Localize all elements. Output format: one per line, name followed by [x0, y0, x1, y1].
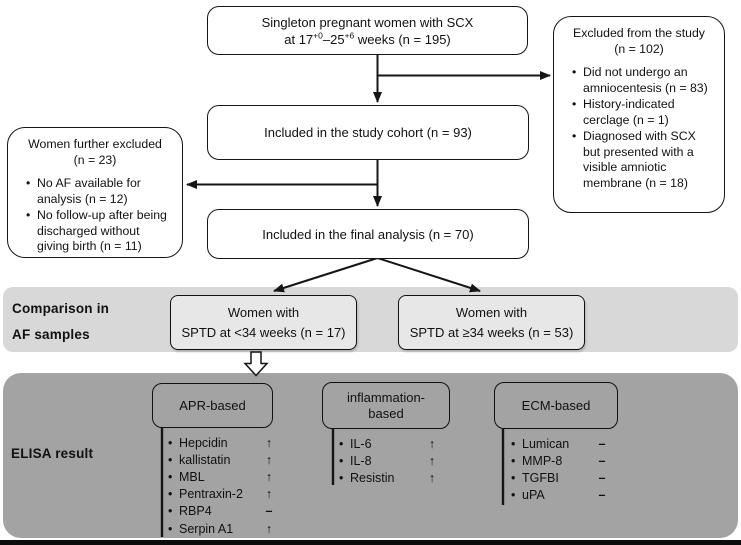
bullet-icon: •: [511, 470, 516, 485]
excluded-bullet-item: History-indicated cerclage (n = 1): [572, 97, 716, 128]
bullet-icon: •: [339, 470, 344, 485]
marker-row: •MMP-8–: [511, 452, 609, 469]
bullet-icon: •: [339, 436, 344, 451]
marker-row: •MBL↑: [168, 468, 276, 485]
comparison-band-label: Comparison in AF samples: [12, 296, 109, 348]
apr-based-header-box: APR-based: [152, 383, 273, 428]
excluded-bullet-list: Did not undergo an amniocentesis (n = 83…: [562, 65, 716, 191]
sptd-ge34-line2: SPTD at ≥34 weeks (n = 53): [409, 324, 574, 340]
excluded-from-study-box: Excluded from the study (n = 102) Did no…: [553, 16, 725, 213]
elisa-band-label: ELISA result: [11, 446, 94, 461]
further-excluded-bullet-item: No AF available for analysis (n = 12): [26, 176, 174, 207]
marker-row: •TGFBI–: [511, 469, 609, 486]
further-excluded-bullet-item: No follow-up after being discharged with…: [26, 208, 174, 255]
further-excluded-bullet-list: No AF available for analysis (n = 12) No…: [16, 176, 174, 255]
marker-row: •IL-8↑: [339, 452, 439, 469]
top-population-line2: at 17+0–25+6 weeks (n = 195): [284, 30, 451, 47]
inflammation-marker-list: •IL-6↑ •IL-8↑ •Resistin↑: [339, 435, 439, 487]
final-analysis-label: Included in the final analysis (n = 70): [262, 226, 474, 242]
excluded-bullet-item: Did not undergo an amniocentesis (n = 83…: [572, 65, 716, 96]
marker-row: •Lumican–: [511, 435, 609, 452]
marker-row: •kallistatin↑: [168, 451, 276, 468]
bullet-icon: •: [511, 488, 516, 503]
marker-row: •IL-6↑: [339, 435, 439, 452]
bullet-icon: •: [168, 487, 173, 502]
top-population-box: Singleton pregnant women with SCX at 17+…: [207, 6, 528, 55]
further-excluded-box: Women further excluded (n = 23) No AF av…: [7, 127, 183, 258]
study-cohort-box: Included in the study cohort (n = 93): [207, 105, 529, 160]
no-change-icon: –: [598, 453, 606, 468]
final-analysis-box: Included in the final analysis (n = 70): [207, 209, 529, 259]
bullet-icon: •: [168, 504, 173, 519]
trend-up-icon: ↑: [265, 469, 273, 484]
comparison-band-background: [3, 287, 738, 352]
ecm-marker-list: •Lumican– •MMP-8– •TGFBI– •uPA–: [511, 435, 609, 504]
marker-row: •Pentraxin-2↑: [168, 486, 276, 503]
excluded-bullet-item: Diagnosed with SCX but presented with a …: [572, 129, 716, 191]
sptd-lt34-line1: Women with: [227, 304, 300, 320]
excluded-title-line1: Excluded from the study: [573, 26, 705, 40]
sptd-ge34-box: Women with SPTD at ≥34 weeks (n = 53): [398, 295, 585, 350]
trend-up-icon: ↑: [428, 453, 436, 468]
bullet-icon: •: [339, 453, 344, 468]
comparison-band-label-line1: Comparison in: [12, 301, 110, 316]
no-change-icon: –: [598, 470, 606, 485]
weeks-superscript-start: +0: [313, 30, 323, 41]
marker-row: •Serpin A1↑: [168, 520, 276, 537]
marker-row: •RBP4–: [168, 503, 276, 520]
ecm-based-header-box: ECM-based: [494, 382, 618, 429]
trend-up-icon: ↑: [265, 435, 273, 450]
bullet-icon: •: [168, 469, 173, 484]
study-cohort-label: Included in the study cohort (n = 93): [264, 125, 472, 140]
trend-up-icon: ↑: [428, 470, 436, 485]
sptd-lt34-box: Women with SPTD at <34 weeks (n = 17): [170, 295, 357, 350]
no-change-icon: –: [265, 504, 273, 519]
bullet-icon: •: [511, 436, 516, 451]
further-excluded-title-line1: Women further excluded: [28, 137, 162, 151]
sptd-ge34-line1: Women with: [455, 304, 528, 320]
comparison-band-label-line2: AF samples: [12, 327, 90, 342]
sptd-lt34-line2: SPTD at <34 weeks (n = 17): [181, 324, 346, 340]
marker-row: •uPA–: [511, 487, 609, 504]
bullet-icon: •: [511, 453, 516, 468]
bullet-icon: •: [168, 452, 173, 467]
marker-row: •Resistin↑: [339, 469, 439, 486]
figure-bottom-rule: [0, 540, 741, 545]
trend-up-icon: ↑: [265, 452, 273, 467]
trend-up-icon: ↑: [265, 487, 273, 502]
apr-marker-list: •Hepcidin↑ •kallistatin↑ •MBL↑ •Pentraxi…: [168, 434, 276, 537]
trend-up-icon: ↑: [265, 521, 273, 536]
no-change-icon: –: [598, 488, 606, 503]
inflammation-based-header-box: inflammation- based: [322, 382, 450, 429]
trend-up-icon: ↑: [428, 436, 436, 451]
elisa-band-background: [3, 373, 738, 538]
bullet-icon: •: [168, 521, 173, 536]
double-down-arrow: [243, 351, 269, 377]
no-change-icon: –: [598, 436, 606, 451]
further-excluded-title-line2: (n = 23): [73, 152, 117, 167]
top-population-line1: Singleton pregnant women with SCX: [261, 14, 474, 30]
marker-row: •Hepcidin↑: [168, 434, 276, 451]
bullet-icon: •: [168, 435, 173, 450]
excluded-title-line2: (n = 102): [614, 41, 664, 56]
weeks-superscript-end: +6: [344, 30, 355, 41]
